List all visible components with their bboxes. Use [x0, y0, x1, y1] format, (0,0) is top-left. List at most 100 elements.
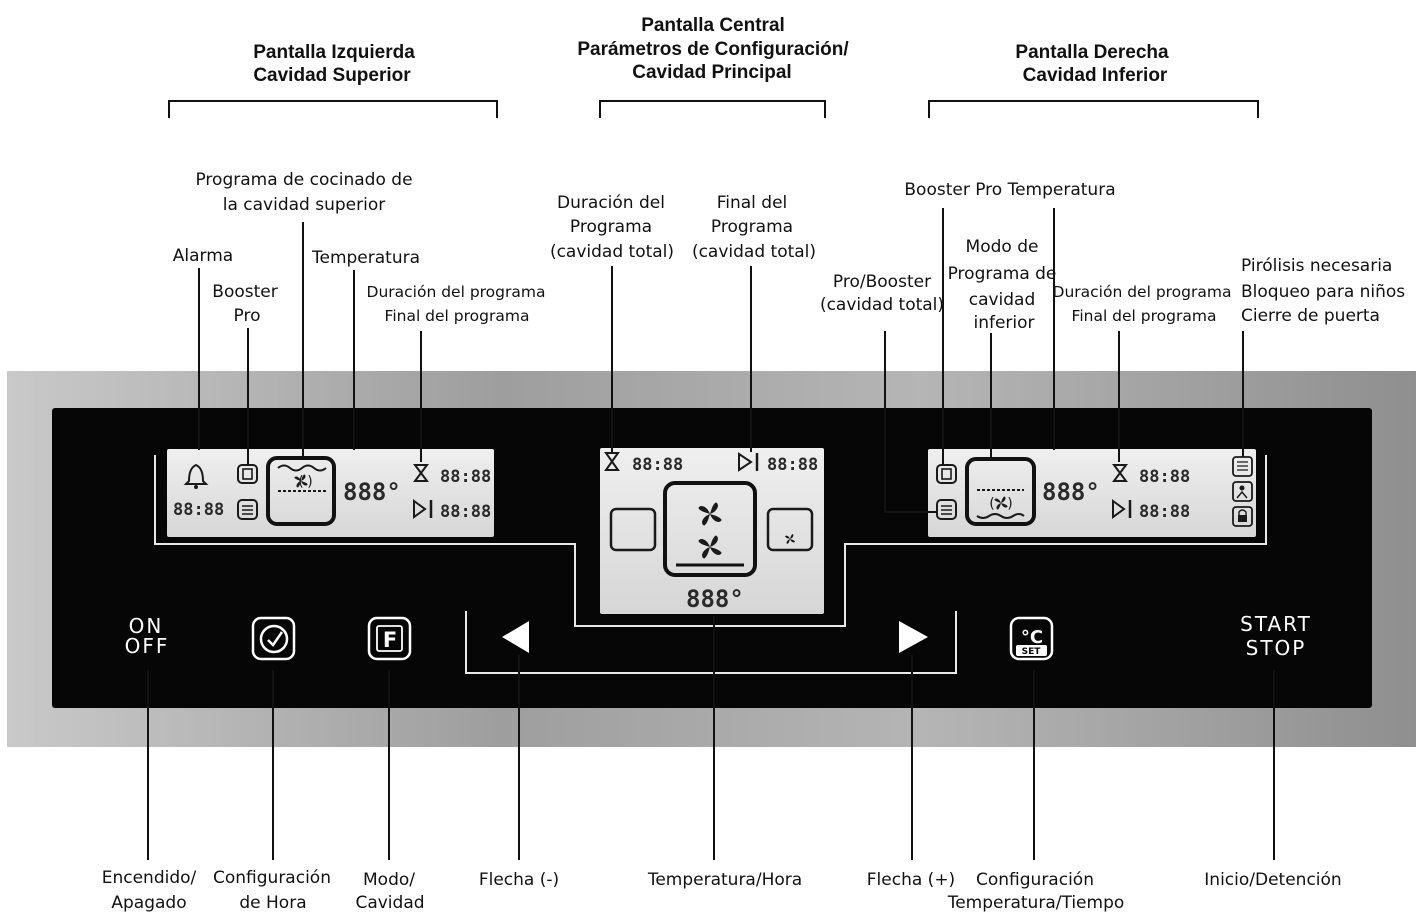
key-start-label: START — [1240, 612, 1312, 636]
header-center-line3: Cavidad Principal — [632, 62, 791, 83]
header-center-line1: Pantalla Central — [641, 15, 785, 36]
label-duration-right-line1: Duración del programa — [1053, 283, 1232, 301]
temp-set-key-unit: °C — [1021, 627, 1043, 648]
header-right: Pantalla Derecha Cavidad Inferior — [928, 42, 1259, 118]
temp-set-key[interactable]: °C SET — [1009, 616, 1054, 661]
leader-lines-top — [198, 208, 1244, 513]
label-pyro-line1: Pirólisis necesaria — [1241, 256, 1392, 276]
header-center: Pantalla Central Parámetros de Configura… — [577, 15, 849, 118]
hourglass-icon — [413, 464, 429, 482]
header-left: Pantalla Izquierda Cavidad Superior — [168, 42, 498, 118]
lcd-left-screen — [167, 449, 494, 537]
label-clock-line2: de Hora — [239, 893, 306, 913]
label-program-line2: la cavidad superior — [223, 195, 385, 215]
label-center-duration-line1: Duración del — [557, 193, 665, 213]
label-onoff-line1: Encendido/ — [102, 868, 197, 888]
booster-icon — [936, 464, 957, 484]
label-center-duration-line3: (cavidad total) — [550, 242, 674, 262]
header-right-line1: Pantalla Derecha — [1015, 42, 1169, 63]
arrow-keys-track — [465, 611, 957, 674]
label-center-end-line3: (cavidad total) — [692, 242, 816, 262]
label-temp-time: Temperatura/Hora — [647, 870, 802, 890]
lcd-left-end: 88:88 — [440, 502, 491, 522]
lcd-left-timer: 88:88 — [440, 467, 491, 487]
header-left-line2: Cavidad Superior — [253, 65, 411, 86]
label-duration-left-line2: Final del programa — [385, 307, 530, 325]
lower-cavity-box — [766, 507, 814, 552]
label-center-duration-line2: Programa — [570, 217, 652, 237]
key-on-label: ON — [129, 614, 164, 638]
arrow-left-icon[interactable] — [502, 621, 529, 653]
bell-icon — [183, 463, 209, 489]
end-arrow-icon — [738, 452, 759, 472]
label-probooster-line2: (cavidad total) — [820, 295, 944, 315]
label-mode-line4: inferior — [973, 313, 1034, 333]
lcd-left-clock: 88:88 — [173, 500, 224, 520]
label-booster-temp: Booster Pro Temperatura — [904, 180, 1115, 200]
header-right-line2: Cavidad Inferior — [1023, 65, 1168, 86]
label-pyro-line3: Cierre de puerta — [1241, 306, 1380, 326]
oven-fan-icon: ( ) — [965, 457, 1036, 526]
label-clock-line1: Configuración — [213, 868, 331, 888]
label-booster-line2: Pro — [234, 306, 261, 326]
bracket-center — [599, 100, 826, 118]
svg-text:(: ( — [989, 496, 994, 512]
child-lock-icon — [1232, 481, 1253, 502]
label-booster-line1: Booster — [212, 282, 277, 302]
lcd-right-timer: 88:88 — [1139, 467, 1190, 487]
header-center-line2: Parámetros de Configuración/ — [577, 39, 849, 60]
label-onoff-line2: Apagado — [111, 893, 186, 913]
svg-text:(: ( — [298, 474, 303, 490]
lcd-right-screen — [928, 449, 1256, 537]
label-tempset-line2: Temperatura/Tiempo — [947, 893, 1125, 913]
mode-key-letter: F — [383, 628, 397, 652]
bottom-callouts: Encendido/ Apagado Configuración de Hora… — [102, 868, 1342, 913]
hourglass-icon — [604, 452, 620, 471]
right-callouts: Booster Pro Temperatura Modo de Programa… — [820, 180, 1405, 333]
label-center-end-line1: Final del — [717, 193, 788, 213]
pro-icon — [237, 499, 258, 520]
clock-icon — [259, 624, 289, 654]
svg-text:): ) — [1007, 496, 1012, 512]
door-lock-icon — [1232, 506, 1253, 527]
lcd-center-screen — [600, 448, 824, 614]
label-duration-left-line1: Duración del programa — [367, 283, 546, 301]
lcd-center-end: 88:88 — [767, 455, 818, 475]
lcd-center: 88:88 88:88 888° — [600, 448, 824, 614]
end-arrow-icon — [1112, 499, 1132, 519]
label-mode-line2: Programa de — [948, 264, 1057, 284]
svg-text:): ) — [307, 474, 312, 490]
label-plus: Flecha (+) — [867, 870, 955, 890]
lcd-left-temp: 888° — [343, 478, 401, 506]
bracket-left — [168, 100, 498, 118]
hourglass-icon — [1112, 464, 1128, 482]
oven-fan-icon: ( ) — [266, 456, 336, 526]
clock-key[interactable] — [251, 616, 296, 661]
startstop-key[interactable]: START STOP — [1240, 612, 1312, 660]
label-probooster-line1: Pro/Booster — [833, 272, 931, 292]
label-center-end-line2: Programa — [711, 217, 793, 237]
onoff-key[interactable]: ON OFF — [125, 614, 170, 658]
pro-icon — [936, 499, 957, 520]
lcd-right-temp: 888° — [1042, 478, 1100, 506]
label-mode-key-line1: Modo/ — [363, 870, 415, 890]
lcd-right: ( ) 888° 88:88 88:88 — [928, 449, 1256, 537]
end-arrow-icon — [413, 499, 433, 519]
label-minus: Flecha (-) — [479, 870, 559, 890]
label-temperature: Temperatura — [311, 248, 420, 268]
display-outline-track — [154, 455, 1267, 627]
label-alarm: Alarma — [173, 246, 233, 266]
label-program-line1: Programa de cocinado de — [195, 170, 412, 190]
upper-cavity-box — [609, 507, 657, 552]
center-callouts: Duración del Programa (cavidad total) Fi… — [550, 193, 816, 262]
label-mode-line1: Modo de — [966, 237, 1039, 257]
temp-set-key-label: SET — [1022, 647, 1042, 657]
mode-key[interactable]: F — [367, 616, 412, 661]
arrow-right-icon[interactable] — [899, 621, 928, 653]
label-tempset-line1: Configuración — [976, 870, 1094, 890]
lcd-right-end: 88:88 — [1139, 502, 1190, 522]
key-stop-label: STOP — [1246, 636, 1307, 660]
oven-fan-icon — [663, 481, 757, 577]
